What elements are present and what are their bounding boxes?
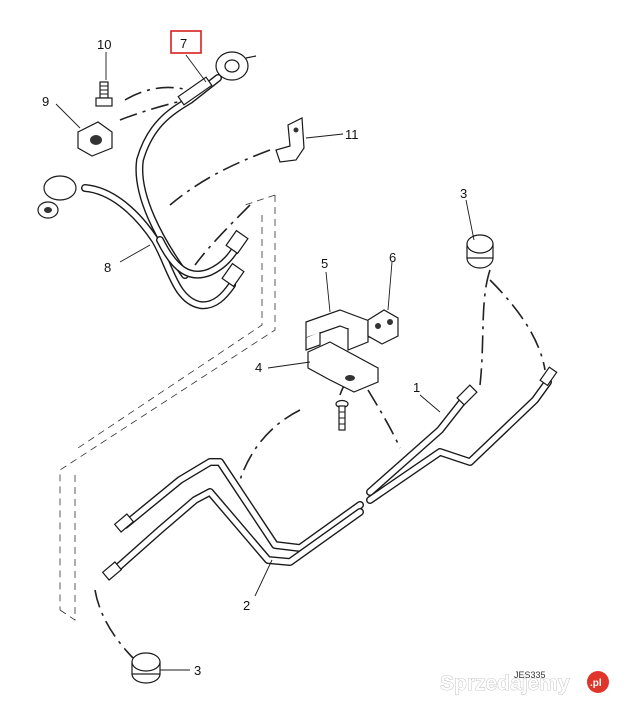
callout-3-upper: 3 [460,186,467,201]
part-6-clamp [367,309,399,345]
callout-5: 5 [321,256,328,271]
callout-6: 6 [389,250,396,265]
callout-10: 10 [97,37,111,52]
callout-11: 11 [345,127,359,142]
callout-8: 8 [104,260,111,275]
callout-4: 4 [255,360,262,375]
watermark-text: Sprzedajemy [440,672,570,695]
callout-labels: 10 7 9 11 8 3 5 6 4 1 2 3 [42,36,467,678]
part-9-clip [77,121,113,157]
drawing-code: JES335 [514,670,546,680]
watermark-badge [587,671,609,693]
part-3-grommet-upper [466,234,494,269]
callout-3-lower: 3 [194,663,201,678]
watermark-suffix: .pl [590,678,602,689]
assembly-lines [94,86,546,661]
fixing-bolt [335,399,349,431]
part-11-bracket [275,117,305,163]
part-1-2-pipes [101,366,558,581]
watermark: Sprzedajemy .pl [440,671,609,695]
part-8-hoses [37,175,249,310]
callout-1: 1 [413,380,420,395]
callout-7-highlight [170,30,202,54]
part-3-grommet-lower [131,652,161,684]
callout-7: 7 [180,36,187,51]
part-5-bracket [305,309,373,351]
callout-9: 9 [42,94,49,109]
part-10-bolt [95,81,113,107]
dashed-outline [59,194,276,621]
leader-lines [55,52,475,671]
callout-2: 2 [243,598,250,613]
part-4-bracket [307,341,379,393]
